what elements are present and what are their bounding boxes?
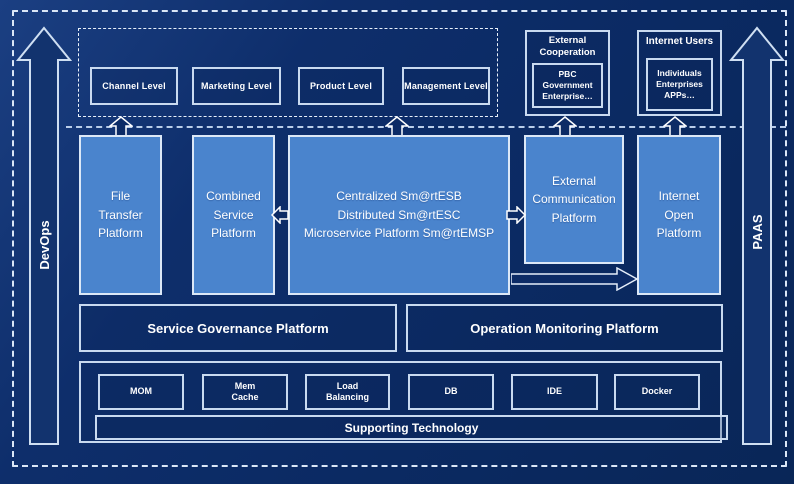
internet-users-inner-box: Individuals Enterprises APPs… bbox=[646, 58, 713, 111]
service-governance-platform-box: Service Governance Platform bbox=[79, 304, 397, 352]
levels-dashed-container bbox=[78, 28, 498, 117]
tech-box-mem-cache: Mem Cache bbox=[202, 374, 288, 410]
combined-service-platform-box: Combined Service Platform bbox=[192, 135, 275, 295]
devops-label: DevOps bbox=[36, 220, 52, 270]
internet-users-title: Internet Users bbox=[645, 36, 714, 47]
right-arrow-icon bbox=[506, 206, 526, 224]
external-cooperation-inner-box: PBC Government Enterprise… bbox=[532, 63, 603, 108]
level-label: Management Level bbox=[404, 81, 488, 91]
esb-platform-box: Centralized Sm@rtESB Distributed Sm@rtES… bbox=[288, 135, 510, 295]
external-cooperation-body: PBC Government Enterprise… bbox=[542, 68, 593, 102]
left-arrow-icon bbox=[271, 206, 289, 224]
level-label: Marketing Level bbox=[200, 81, 273, 91]
external-cooperation-box: External Cooperation PBC Government Ente… bbox=[525, 30, 610, 116]
internet-users-box: Internet Users Individuals Enterprises A… bbox=[637, 30, 722, 116]
internet-open-platform-box: Internet Open Platform bbox=[637, 135, 721, 295]
paas-label: PAAS bbox=[749, 214, 765, 250]
tech-box-mom: MOM bbox=[98, 374, 184, 410]
paas-up-arrow bbox=[728, 26, 786, 445]
supporting-technology-label: Supporting Technology bbox=[344, 420, 479, 435]
level-label: Channel Level bbox=[102, 81, 166, 91]
tech-label: Load Balancing bbox=[325, 380, 369, 402]
tech-label: DB bbox=[444, 386, 458, 397]
platform-label: External Communication Platform bbox=[532, 173, 616, 225]
long-right-arrow-icon bbox=[511, 267, 639, 291]
tech-label: Mem Cache bbox=[231, 380, 259, 402]
devops-rail-label: DevOps bbox=[34, 205, 54, 285]
governance-label: Operation Monitoring Platform bbox=[470, 320, 659, 336]
platform-label: Centralized Sm@rtESB Distributed Sm@rtES… bbox=[303, 189, 495, 241]
platform-label: File Transfer Platform bbox=[98, 189, 143, 241]
governance-label: Service Governance Platform bbox=[147, 320, 329, 336]
operation-monitoring-platform-box: Operation Monitoring Platform bbox=[406, 304, 723, 352]
tech-box-db: DB bbox=[408, 374, 494, 410]
internet-users-body: Individuals Enterprises APPs… bbox=[656, 67, 703, 101]
level-box-channel: Channel Level bbox=[90, 67, 178, 105]
tech-box-ide: IDE bbox=[511, 374, 598, 410]
tech-label: MOM bbox=[130, 386, 152, 397]
tech-box-docker: Docker bbox=[614, 374, 700, 410]
tech-label: IDE bbox=[546, 386, 562, 397]
external-cooperation-title: External Cooperation bbox=[539, 35, 596, 58]
devops-up-arrow bbox=[15, 26, 73, 445]
dashed-separator-line bbox=[66, 126, 786, 128]
level-box-marketing: Marketing Level bbox=[192, 67, 281, 105]
supporting-technology-bar: Supporting Technology bbox=[95, 415, 728, 440]
platform-label: Combined Service Platform bbox=[206, 189, 261, 241]
platform-label: Internet Open Platform bbox=[656, 189, 702, 241]
paas-rail-label: PAAS bbox=[747, 192, 767, 272]
level-box-management: Management Level bbox=[402, 67, 490, 105]
tech-label: Docker bbox=[641, 386, 673, 397]
tech-box-load-balancing: Load Balancing bbox=[305, 374, 390, 410]
outer-dashed-frame bbox=[12, 10, 787, 467]
file-transfer-platform-box: File Transfer Platform bbox=[79, 135, 162, 295]
external-communication-platform-box: External Communication Platform bbox=[524, 135, 624, 264]
level-box-product: Product Level bbox=[298, 67, 384, 105]
level-label: Product Level bbox=[309, 81, 373, 91]
